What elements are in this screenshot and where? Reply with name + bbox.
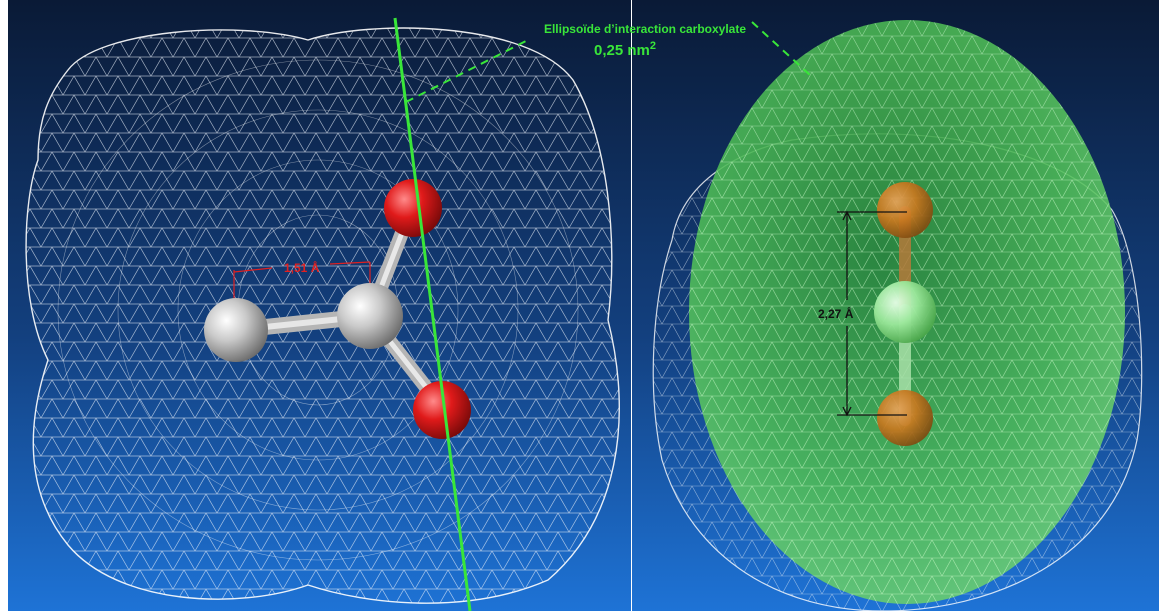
carbon-atom-central bbox=[874, 281, 936, 343]
left-canvas: 1,51 Å bbox=[8, 0, 631, 611]
oxygen-atom-lower bbox=[877, 390, 933, 446]
oxygen-atom-lower bbox=[413, 381, 471, 439]
area-value: 0,25 nm bbox=[594, 42, 650, 59]
right-canvas: 2,27 Å bbox=[632, 0, 1159, 611]
molecule-view-right: 2,27 Å bbox=[632, 0, 1159, 611]
ellipsoid-annotation: Ellipsoïde d’interaction carboxylate 0,2… bbox=[520, 22, 770, 59]
annotation-area: 0,25 nm2 bbox=[480, 40, 770, 59]
distance-label: 2,27 Å bbox=[818, 306, 854, 321]
bond-length-label: 1,51 Å bbox=[284, 260, 320, 275]
distance-annotation bbox=[837, 210, 907, 417]
annotation-title: Ellipsoïde d’interaction carboxylate bbox=[543, 22, 747, 36]
molecule-view-left: 1,51 Å bbox=[8, 0, 631, 611]
oxygen-atom-upper bbox=[877, 182, 933, 238]
annotation-leader-left bbox=[405, 39, 529, 103]
oxygen-atom-upper bbox=[384, 179, 442, 237]
carbon-atom-carboxyl bbox=[337, 283, 403, 349]
carbon-atom-methyl bbox=[204, 298, 268, 362]
carboxylate-plane-line bbox=[393, 17, 472, 611]
area-superscript: 2 bbox=[649, 40, 656, 52]
